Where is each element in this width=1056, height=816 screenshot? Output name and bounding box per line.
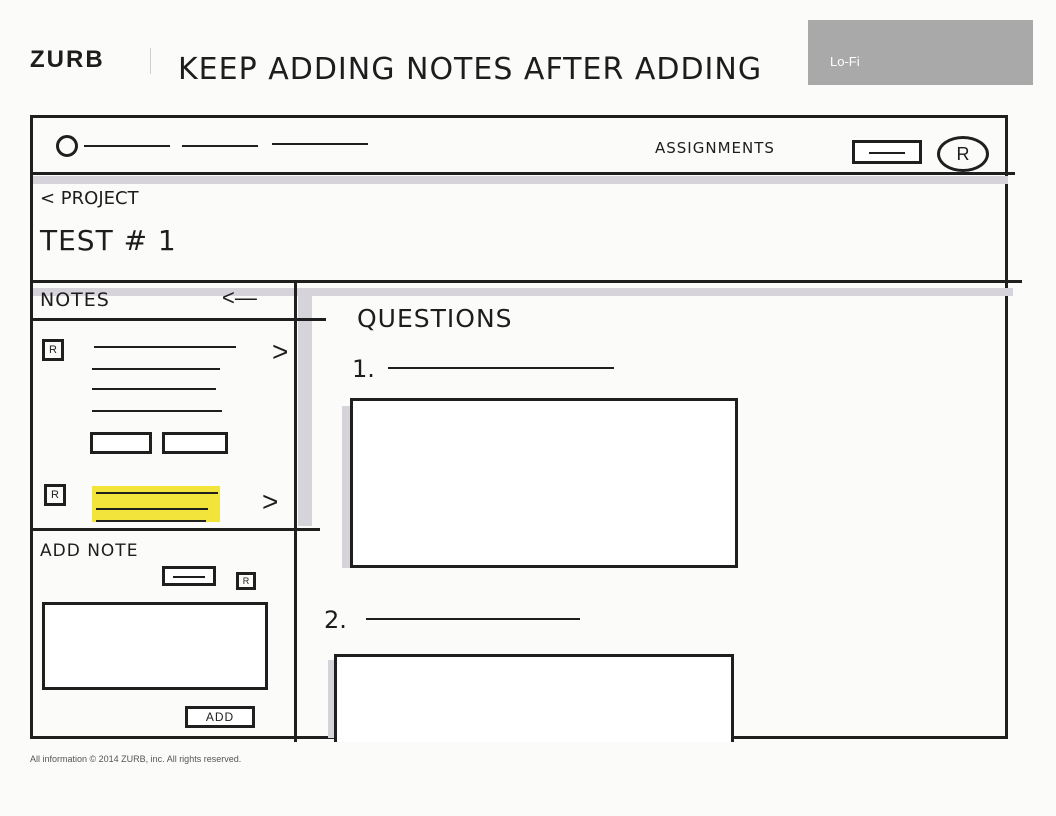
note-type-select-line	[173, 576, 205, 578]
add-note-button[interactable]: ADD	[185, 706, 255, 728]
user-avatar[interactable]: R	[937, 136, 989, 172]
note-text-line	[92, 368, 220, 370]
answer-textarea[interactable]	[334, 654, 734, 742]
nav-button[interactable]	[852, 140, 922, 164]
nav-link-2[interactable]	[182, 145, 258, 147]
note-action-button[interactable]	[90, 432, 152, 454]
note-author-line	[96, 492, 218, 494]
question-number: 2.	[324, 606, 347, 634]
notes-title: NOTES	[40, 289, 110, 311]
content-shadow	[33, 288, 1013, 296]
notes-list-divider	[30, 528, 320, 531]
header-divider	[150, 48, 151, 74]
copyright-footer: All information © 2014 ZURB, inc. All ri…	[30, 754, 242, 764]
content-divider	[30, 280, 1022, 283]
zurb-logo: ZURB	[30, 46, 105, 73]
add-note-avatar: R	[236, 572, 256, 590]
notes-header-divider	[30, 318, 326, 321]
fidelity-badge: Lo-Fi	[808, 20, 1033, 85]
chevron-right-icon[interactable]: >	[262, 486, 279, 517]
note-author-line	[94, 346, 236, 348]
note-text-line	[92, 410, 222, 412]
questions-title: QUESTIONS	[357, 304, 513, 333]
answer-shadow	[328, 660, 338, 738]
chevron-right-icon[interactable]: >	[272, 336, 289, 367]
note-text-line	[92, 388, 216, 390]
note-avatar: R	[42, 339, 64, 361]
sidebar-shadow	[298, 290, 312, 526]
sidebar-divider	[294, 280, 297, 742]
note-textarea[interactable]	[42, 602, 268, 690]
page-title: TEST # 1	[40, 224, 177, 257]
note-text-line	[96, 520, 206, 522]
note-action-button[interactable]	[162, 432, 228, 454]
nav-button-label-line	[869, 152, 905, 154]
nav-link-1[interactable]	[84, 145, 170, 147]
question-number: 1.	[352, 355, 375, 383]
question-text-line	[366, 618, 580, 620]
nav-shadow	[33, 176, 1008, 184]
app-logo-icon[interactable]	[56, 135, 78, 157]
fidelity-badge-label: Lo-Fi	[830, 54, 860, 69]
answer-textarea[interactable]	[350, 398, 738, 568]
question-text-line	[388, 367, 614, 369]
nav-link-3[interactable]	[272, 143, 368, 145]
collapse-arrow-icon[interactable]: <—	[222, 285, 257, 310]
nav-assignments-link[interactable]: ASSIGNMENTS	[655, 139, 775, 157]
note-text-line	[96, 508, 208, 510]
note-type-select[interactable]	[162, 566, 216, 586]
sheet-title: KEEP ADDING NOTES AFTER ADDING	[178, 52, 763, 87]
note-avatar: R	[44, 484, 66, 506]
add-note-title: ADD NOTE	[40, 541, 139, 561]
breadcrumb-project[interactable]: < PROJECT	[40, 188, 139, 209]
nav-divider	[30, 172, 1015, 175]
